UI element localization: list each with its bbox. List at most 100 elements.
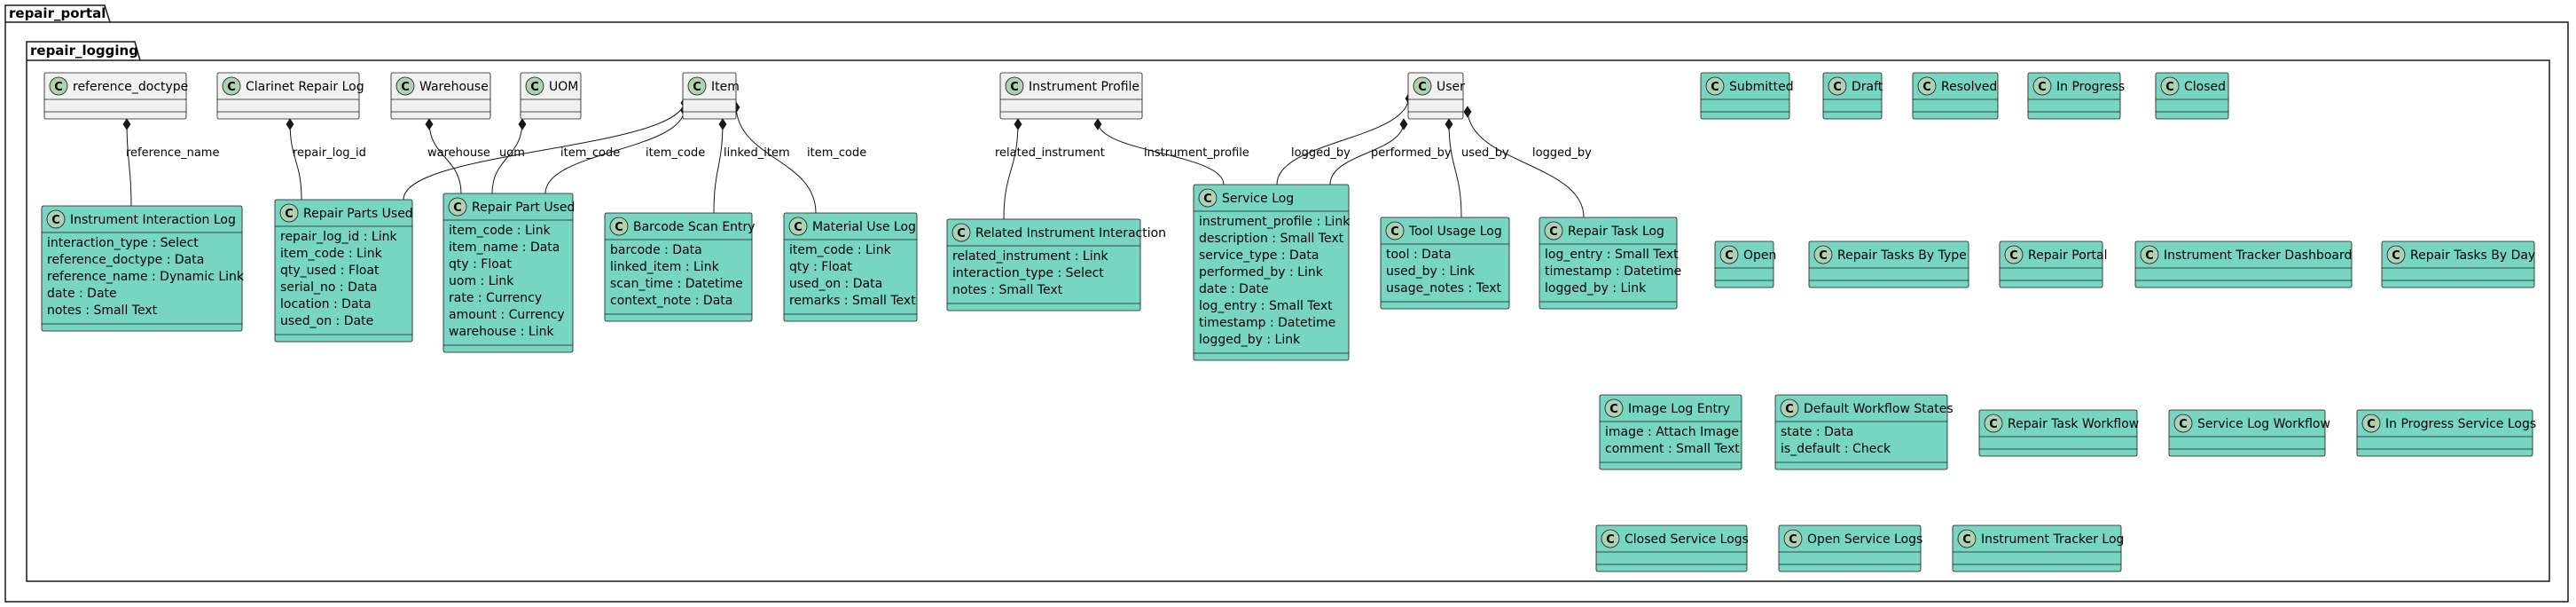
relation-label: linked_item — [724, 146, 790, 160]
class-attribute: rate : Currency — [449, 291, 542, 305]
class-attribute: item_name : Data — [449, 240, 560, 255]
class-attribute: qty_used : Float — [280, 264, 380, 278]
class-name: Repair Task Workflow — [2008, 417, 2139, 431]
class-attribute: log_entry : Small Text — [1545, 248, 1679, 262]
class-instrument-tracker-log: C Instrument Tracker Log — [1952, 524, 2124, 572]
class-attribute: tool : Data — [1386, 248, 1452, 262]
package-repair-logging: repair_logging — [26, 41, 2550, 582]
class-repair-tasks-by-type: C Repair Tasks By Type — [1808, 240, 1969, 288]
class-attribute: usage_notes : Text — [1386, 281, 1502, 296]
class-name: Instrument Tracker Log — [1981, 532, 2124, 547]
class-attribute: instrument_profile : Link — [1199, 215, 1351, 229]
class-attribute: notes : Small Text — [47, 304, 158, 318]
class-circle-icon: C — [1385, 221, 1405, 240]
class-name: Repair Task Log — [1568, 225, 1664, 239]
class-attribute: performed_by : Link — [1199, 265, 1324, 280]
svg-text:C: C — [1962, 533, 1971, 547]
package-repair-portal-name: repair_portal — [9, 5, 106, 21]
class-attribute: used_by : Link — [1386, 264, 1476, 279]
class-name: Resolved — [1941, 80, 1997, 94]
class-circle-icon: C — [2386, 245, 2406, 264]
class-circle-icon: C — [1917, 76, 1937, 96]
svg-text:C: C — [794, 221, 803, 234]
class-circle-icon: C — [49, 76, 68, 96]
class-name: Repair Tasks By Day — [2410, 248, 2535, 263]
class-instrument-profile: C Instrument Profile — [999, 72, 1143, 120]
class-circle-icon: C — [609, 217, 629, 236]
svg-text:C: C — [2038, 81, 2047, 94]
class-attribute: state : Data — [1781, 425, 1854, 439]
class-name: Open — [1743, 248, 1776, 263]
composition-diamond-icon — [518, 118, 527, 130]
relation-label: item_code — [646, 146, 705, 160]
relation-label: performed_by — [1371, 146, 1452, 160]
svg-text:C: C — [2392, 249, 2400, 263]
class-attribute: interaction_type : Select — [47, 236, 199, 250]
relation-clarinet-repair-log-repair-parts-used: repair_log_id — [286, 118, 366, 201]
composition-diamond-icon — [286, 118, 294, 130]
class-circle-icon: C — [2160, 76, 2180, 96]
svg-text:C: C — [1010, 81, 1019, 94]
class-name: Related Instrument Interaction — [975, 226, 1166, 240]
class-circle-icon: C — [2032, 76, 2052, 96]
relation-label: uom — [499, 146, 525, 160]
package-repair-portal: repair_portal — [4, 4, 2569, 603]
class-repair-portal: C Repair Portal — [1999, 240, 2108, 288]
class-attribute: item_code : Link — [280, 247, 383, 261]
svg-text:C: C — [693, 81, 701, 94]
class-name: Draft — [1852, 80, 1883, 94]
class-name: Instrument Profile — [1029, 80, 1139, 94]
class-attribute: used_on : Date — [280, 314, 373, 328]
class-attribute: amount : Currency — [449, 308, 565, 322]
class-circle-icon: C — [1783, 529, 1803, 548]
svg-text:C: C — [54, 81, 63, 94]
composition-diamond-icon — [1093, 118, 1102, 130]
relation-user-service-log: logged_by — [1276, 92, 1413, 185]
class-name: Repair Portal — [2028, 248, 2108, 263]
svg-text:C: C — [453, 201, 462, 215]
composition-diamond-icon — [1014, 118, 1022, 130]
class-attribute: reference_name : Dynamic Link — [47, 270, 245, 284]
composition-diamond-icon — [1399, 118, 1408, 130]
relation-user-repair-task-log: logged_by — [1463, 106, 1592, 218]
class-circle-icon: C — [788, 217, 808, 236]
class-draft: C Draft — [1822, 72, 1883, 120]
class-name: Repair Tasks By Type — [1837, 248, 1967, 263]
relation-reference-doctype-instrument-interaction-log: reference_name — [122, 118, 219, 207]
class-circle-icon: C — [1813, 245, 1833, 264]
class-repair-tasks-by-day: C Repair Tasks By Day — [2381, 240, 2535, 288]
svg-text:C: C — [2367, 418, 2376, 431]
class-name: Tool Usage Log — [1408, 225, 1502, 239]
class-circle-icon: C — [2004, 245, 2024, 264]
class-name: Closed Service Logs — [1625, 532, 1749, 547]
class-name: Warehouse — [419, 80, 489, 94]
svg-text:C: C — [1785, 403, 1794, 416]
class-name: User — [1437, 80, 1465, 94]
class-name: Image Log Entry — [1628, 402, 1730, 416]
class-circle-icon: C — [1780, 398, 1799, 418]
svg-text:C: C — [1922, 81, 1931, 94]
class-name: Barcode Scan Entry — [633, 220, 756, 234]
svg-text:C: C — [1833, 81, 1842, 94]
relation-instrument-profile-service-log: instrument_profile — [1093, 118, 1249, 185]
class-name: In Progress — [2056, 80, 2125, 94]
class-circle-icon: C — [951, 223, 971, 242]
relation-label: repair_log_id — [293, 146, 366, 160]
class-circle-icon: C — [1005, 76, 1024, 96]
class-circle-icon: C — [1601, 529, 1620, 548]
relation-label: item_code — [560, 146, 620, 160]
svg-text:C: C — [285, 208, 294, 221]
